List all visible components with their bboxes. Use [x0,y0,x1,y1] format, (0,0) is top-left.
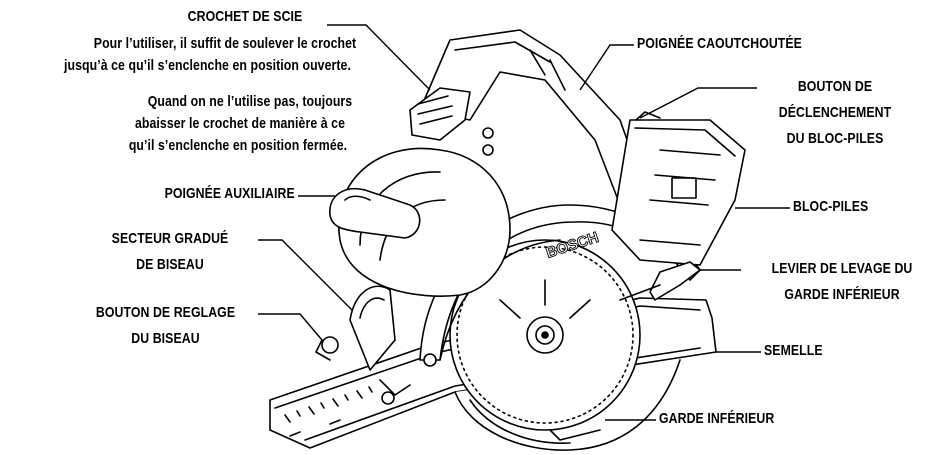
bevel-knob-label-1: BOUTON DE REGLAGE [95,304,236,321]
base-plate-label: SEMELLE [764,342,823,359]
lower-guard-label: GARDE INFÉRIEUR [659,410,775,427]
saw-hook-title: CROCHET DE SCIE [187,8,303,25]
saw-hook-desc-line4: abaisser le crochet de manière à ce [134,115,346,132]
auxiliary-handle [329,188,421,239]
battery-release-label-3: DU BLOC-PILES [786,130,884,147]
saw-blade [449,239,641,431]
saw-hook-desc-line2: jusqu’à ce qu’il s’enclenche en position… [64,57,351,74]
auxiliary-handle-label: POIGNÉE AUXILIAIRE [164,185,295,202]
leader-lines [258,24,790,421]
guard-lift-lever [619,261,701,301]
battery-pack [611,111,746,266]
bevel-quadrant [315,285,396,371]
saw-hook-desc-line3: Quand on ne l’utilise pas, toujours [147,93,353,110]
saw-hook-desc-line1: Pour l’utiliser, il suffit de soulever l… [93,35,357,52]
guard-lever-label-1: LEVIER DE LEVAGE DU [771,260,913,277]
bevel-quadrant-label-2: DE BISEAU [136,256,204,273]
bevel-quadrant-label-1: SECTEUR GRADUÉ [111,230,229,247]
battery-release-label-1: BOUTON DE [797,78,873,95]
saw-hook-desc-line5: qu’il s’enclenche en position fermée. [128,137,348,154]
rubber-handle-label: POIGNÉE CAOUTCHOUTÉE [637,35,802,52]
battery-pack-label: BLOC-PILES [793,198,869,215]
saw-hook [409,87,494,156]
bevel-knob-label-2: DU BISEAU [131,330,200,347]
guard-lever-label-2: GARDE INFÉRIEUR [784,286,900,303]
battery-release-label-2: DÉCLENCHEMENT [778,104,892,121]
